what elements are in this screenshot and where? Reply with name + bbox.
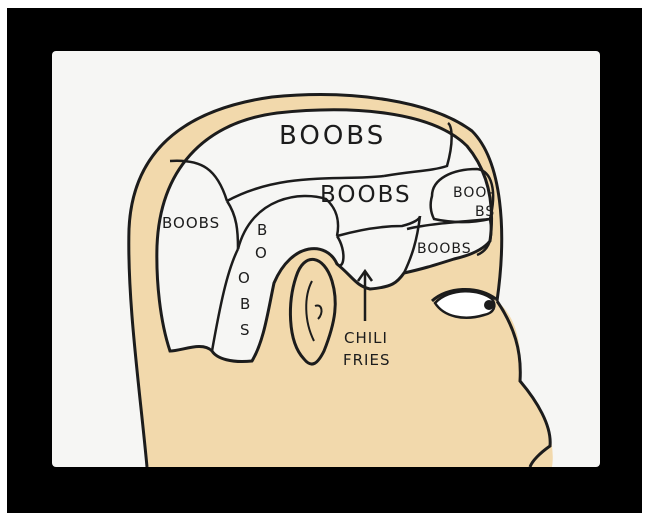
label-right-upper-line2: BS xyxy=(475,204,496,220)
ear xyxy=(288,257,337,366)
label-vertical-o1: O xyxy=(255,244,267,262)
eye xyxy=(433,290,496,319)
paper-drawing: BOOBS BOOBS BOOBS B O O B S BOO- BS BOOB… xyxy=(52,51,600,467)
label-chili-line1: CHILI xyxy=(344,329,388,347)
label-vertical-b2: B xyxy=(240,295,251,313)
label-middle: BOOBS xyxy=(320,182,412,208)
label-right-lower: BOOBS xyxy=(417,241,472,257)
face-outline xyxy=(495,300,552,467)
black-frame: BOOBS BOOBS BOOBS B O O B S BOO- BS BOOB… xyxy=(7,8,642,513)
head-outline xyxy=(127,93,504,467)
arrow-head xyxy=(356,268,374,282)
label-chili-line2: FRIES xyxy=(343,351,391,369)
head-illustration xyxy=(127,93,553,467)
label-right-upper-line1: BOO- xyxy=(453,185,494,201)
pupil xyxy=(484,300,494,310)
label-vertical-o2: O xyxy=(238,269,250,287)
label-left: BOOBS xyxy=(162,214,221,232)
label-vertical-b1: B xyxy=(257,221,268,239)
label-vertical-s: S xyxy=(240,321,250,339)
label-top: BOOBS xyxy=(279,121,387,151)
